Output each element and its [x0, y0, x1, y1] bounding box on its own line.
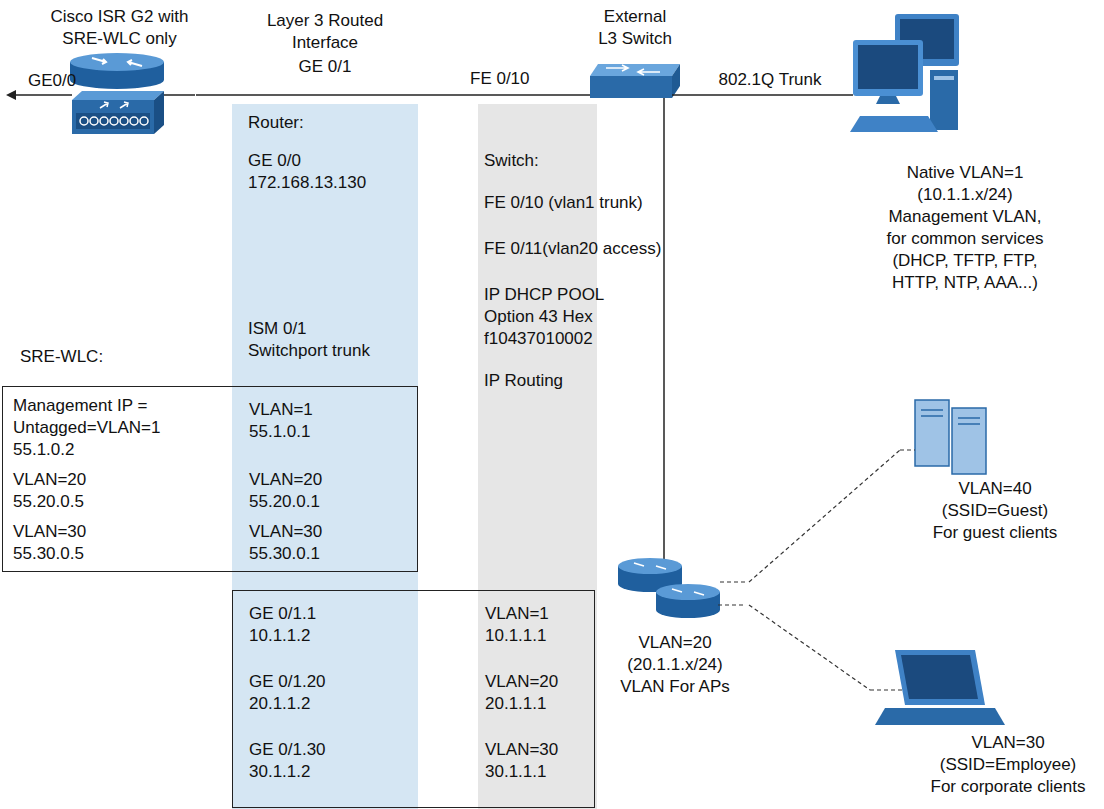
- wireless-link: [749, 450, 900, 582]
- node-text: External L3 Switch: [595, 6, 675, 50]
- annotation-label: GE 0/1: [245, 56, 405, 78]
- laptop-node: VLAN=30 (SSID=Employee) For corporate cl…: [870, 640, 1095, 806]
- ap-node: VLAN=20 (20.1.1.x/24) VLAN For APs: [605, 548, 749, 705]
- pc-node: Native VLAN=1 (10.1.1.x/24) Management V…: [850, 8, 1090, 300]
- node-text: VLAN=30 30.1.1.1: [485, 739, 585, 783]
- node-text: VLAN=20 20.1.1.1: [485, 671, 585, 715]
- network-link: [690, 94, 850, 96]
- annotation-label: FE 0/10: [470, 68, 530, 90]
- node-text: VLAN=30 55.30.0.1: [249, 521, 369, 565]
- wireless-link: [749, 605, 870, 690]
- server-node: VLAN=40 (SSID=Guest) For guest clients: [900, 396, 1095, 568]
- node-text: GE 0/1.1 10.1.1.2: [249, 603, 359, 647]
- annotation-label: Switch:: [484, 150, 539, 172]
- switch-node: External L3 Switch: [580, 6, 690, 106]
- annotation-label: FE 0/10 (vlan1 trunk): [484, 192, 643, 214]
- node-text: VLAN=20 55.20.0.5: [13, 469, 113, 513]
- sre-wlc-box: Management IP = Untagged=VLAN=1 55.1.0.2…: [2, 386, 418, 572]
- router-icon: [70, 53, 195, 134]
- annotation-label: IP DHCP POOL Option 43 Hex f10437010002: [484, 284, 624, 350]
- annotation-label: ISM 0/1 Switchport trunk: [248, 318, 380, 362]
- server-icon: [900, 400, 986, 474]
- node-text: GE 0/1.20 20.1.1.2: [249, 671, 359, 715]
- annotation-label: SRE-WLC:: [20, 346, 103, 368]
- node-text: VLAN=30 (SSID=Employee) For corporate cl…: [928, 732, 1088, 798]
- access-point-icon: [618, 548, 745, 618]
- pc-icon: [850, 14, 959, 132]
- subinterface-box: GE 0/1.1 10.1.1.2 GE 0/1.20 20.1.1.2 GE 0/…: [232, 590, 595, 808]
- annotation-label: Layer 3 Routed Interface: [245, 10, 405, 54]
- link-label: 802.1Q Trunk: [716, 69, 825, 91]
- node-text: VLAN=1 10.1.1.1: [485, 603, 585, 647]
- laptop-icon: [870, 650, 1005, 725]
- node-text: VLAN=20 55.20.0.1: [249, 469, 369, 513]
- annotation-label: FE 0/11(vlan20 access): [484, 238, 661, 260]
- node-text: VLAN=1 55.1.0.1: [249, 399, 369, 443]
- router-band: [232, 104, 418, 809]
- annotation-label: IP Routing: [484, 370, 563, 392]
- uplink-arrow: [6, 90, 72, 100]
- network-link: [196, 94, 580, 96]
- network-link: [663, 106, 665, 548]
- switch-icon: [580, 64, 690, 106]
- node-text: Cisco ISR G2 with SRE-WLC only: [47, 6, 192, 50]
- node-text: VLAN=40 (SSID=Guest) For guest clients: [930, 478, 1060, 544]
- node-text: Native VLAN=1 (10.1.1.x/24) Management V…: [880, 162, 1050, 294]
- annotation-label: Router:: [248, 112, 304, 134]
- node-text: VLAN=20 (20.1.1.x/24) VLAN For APs: [605, 632, 745, 698]
- node-text: GE 0/1.30 30.1.1.2: [249, 739, 359, 783]
- annotation-label: GE 0/0 172.168.13.130: [248, 150, 380, 194]
- node-text: VLAN=30 55.30.0.5: [13, 521, 113, 565]
- annotation-label: GE0/0: [28, 70, 76, 92]
- node-text: Management IP = Untagged=VLAN=1 55.1.0.2: [13, 395, 173, 461]
